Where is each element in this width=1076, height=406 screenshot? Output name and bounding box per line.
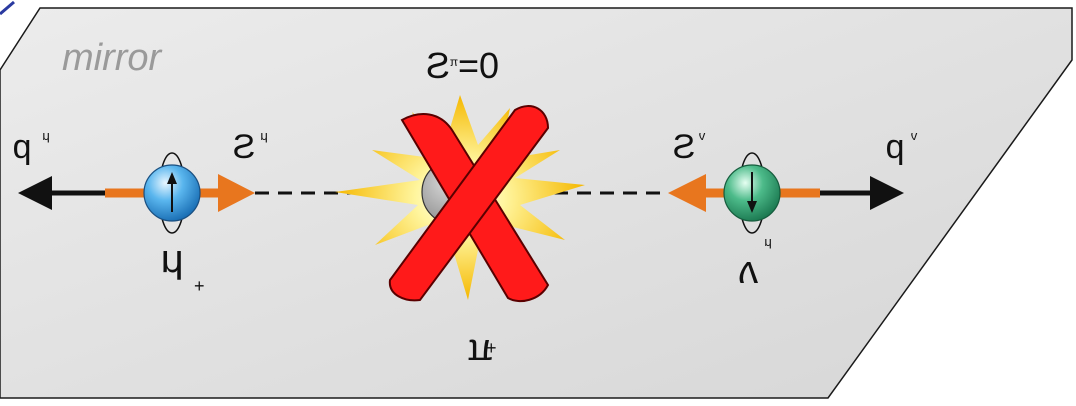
svg-text:π: π <box>467 331 493 373</box>
neutrino-momentum-label: p ν <box>886 128 918 166</box>
pion-label: π + <box>467 331 497 373</box>
svg-text:S: S <box>673 128 696 166</box>
mirror-plane <box>0 7 1073 399</box>
muon-spin-axis-head <box>167 172 177 184</box>
corner-mark <box>0 0 15 16</box>
muon-momentum-label: p μ <box>13 128 50 166</box>
svg-text:ν: ν <box>738 253 758 297</box>
neutrino-spin-axis-head <box>747 201 757 213</box>
svg-text:ν: ν <box>911 128 918 143</box>
muon-spin-arrowhead <box>218 174 255 212</box>
muon-momentum-arrowhead <box>18 176 52 210</box>
svg-text:S: S <box>426 45 450 86</box>
neutrino-label: ν μ <box>738 234 772 297</box>
svg-text:p: p <box>13 128 32 166</box>
svg-text:π: π <box>450 55 458 69</box>
svg-text:μ: μ <box>160 237 183 281</box>
neutrino-momentum-arrowhead <box>870 176 904 210</box>
mirror-label: mirror <box>62 37 163 79</box>
muon-label: μ + <box>160 237 204 296</box>
neutrino-spin-arrowhead <box>668 174 706 212</box>
forbidden-cross <box>388 105 550 303</box>
pion-spin-zero-label: S π =0 <box>426 45 499 86</box>
muon-spin-label: S μ <box>233 128 268 166</box>
svg-text:+: + <box>486 338 497 358</box>
svg-text:p: p <box>886 128 905 166</box>
svg-text:μ: μ <box>764 234 772 249</box>
neutrino-spin-label: S ν <box>673 128 706 166</box>
svg-text:=0: =0 <box>458 45 499 86</box>
svg-text:S: S <box>233 128 256 166</box>
svg-text:+: + <box>194 276 205 296</box>
svg-text:μ: μ <box>42 128 50 143</box>
svg-text:μ: μ <box>260 128 268 143</box>
svg-text:ν: ν <box>699 128 706 143</box>
